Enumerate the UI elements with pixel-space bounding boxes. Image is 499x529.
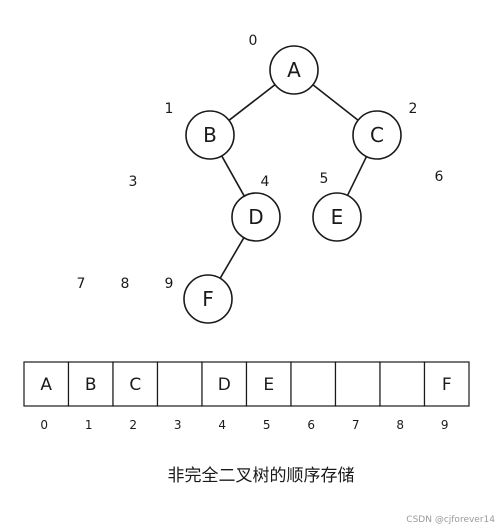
array-cell: B [67, 361, 114, 407]
tree-index-label: 0 [249, 33, 258, 49]
tree-index-label: 4 [261, 174, 270, 190]
array-index-label: 8 [396, 418, 404, 432]
array-cell [334, 361, 381, 407]
edge-a-c [312, 84, 359, 121]
array-index-label: 4 [218, 418, 226, 432]
tree-node-b: B [185, 110, 235, 160]
node-circle [231, 192, 281, 242]
node-circle [312, 192, 362, 242]
array-cell-box [67, 361, 114, 407]
node-circle [352, 110, 402, 160]
array-cell-box [334, 361, 381, 407]
tree-index-label: 7 [77, 276, 86, 292]
array-cell-box [156, 361, 203, 407]
node-circle [269, 45, 319, 95]
tree-index-label: 3 [129, 174, 138, 190]
array-cell: A [23, 361, 70, 407]
tree-node-d: D [231, 192, 281, 242]
tree-node-e: E [312, 192, 362, 242]
array-cell-box [423, 361, 470, 407]
array-cell-value: A [40, 375, 52, 395]
array-cell-box [201, 361, 248, 407]
tree-index-label: 1 [165, 101, 174, 117]
node-label: C [370, 123, 384, 147]
array-cell-box [290, 361, 337, 407]
node-label: A [287, 58, 301, 82]
array-cell: D [201, 361, 248, 407]
array-index-label: 6 [307, 418, 315, 432]
array-cell-value: B [85, 375, 97, 395]
array-index-label: 5 [263, 418, 271, 432]
tree-nodes: A B C D E F [183, 45, 402, 324]
node-label: D [248, 205, 263, 229]
array-cell-value: E [263, 375, 274, 395]
tree-node-f: F [183, 274, 233, 324]
diagram-caption: 非完全二叉树的顺序存储 [168, 466, 355, 486]
array-index-label: 9 [441, 418, 449, 432]
edge-d-f [219, 237, 245, 279]
array-cell-value: D [218, 375, 231, 395]
array-cell [379, 361, 426, 407]
tree-node-c: C [352, 110, 402, 160]
tree-node-a: A [269, 45, 319, 95]
node-circle [183, 274, 233, 324]
watermark: CSDN @cjforever14 [406, 515, 495, 525]
array-cell [156, 361, 203, 407]
array-index-label: 3 [174, 418, 182, 432]
tree-index-label: 8 [121, 276, 130, 292]
node-label: B [203, 123, 217, 147]
tree-edges [219, 84, 368, 279]
array-cell [290, 361, 337, 407]
tree-index-label: 6 [435, 169, 444, 185]
tree-index-label: 9 [165, 276, 174, 292]
array-cell-value: C [129, 375, 141, 395]
node-label: E [331, 205, 344, 229]
tree-index-label: 5 [320, 171, 329, 187]
array-cell-value: F [442, 375, 452, 395]
tree-index-label: 2 [409, 101, 418, 117]
array-index-label: 0 [40, 418, 48, 432]
node-label: F [202, 287, 214, 311]
array-cell: E [245, 361, 292, 407]
array-cell-box [379, 361, 426, 407]
edge-c-e [346, 156, 368, 196]
node-circle [185, 110, 235, 160]
tree-index-labels: 0 1 2 3 4 5 6 7 8 9 [77, 33, 444, 292]
array-cell: C [112, 361, 159, 407]
array-index-label: 2 [129, 418, 137, 432]
array-index-label: 7 [352, 418, 360, 432]
edge-a-b [228, 84, 276, 121]
storage-array: A B C D E F 0 1 2 3 4 5 6 7 8 9 [23, 361, 470, 432]
array-index-label: 1 [85, 418, 93, 432]
edge-b-d [221, 155, 245, 197]
array-cell: F [423, 361, 470, 407]
